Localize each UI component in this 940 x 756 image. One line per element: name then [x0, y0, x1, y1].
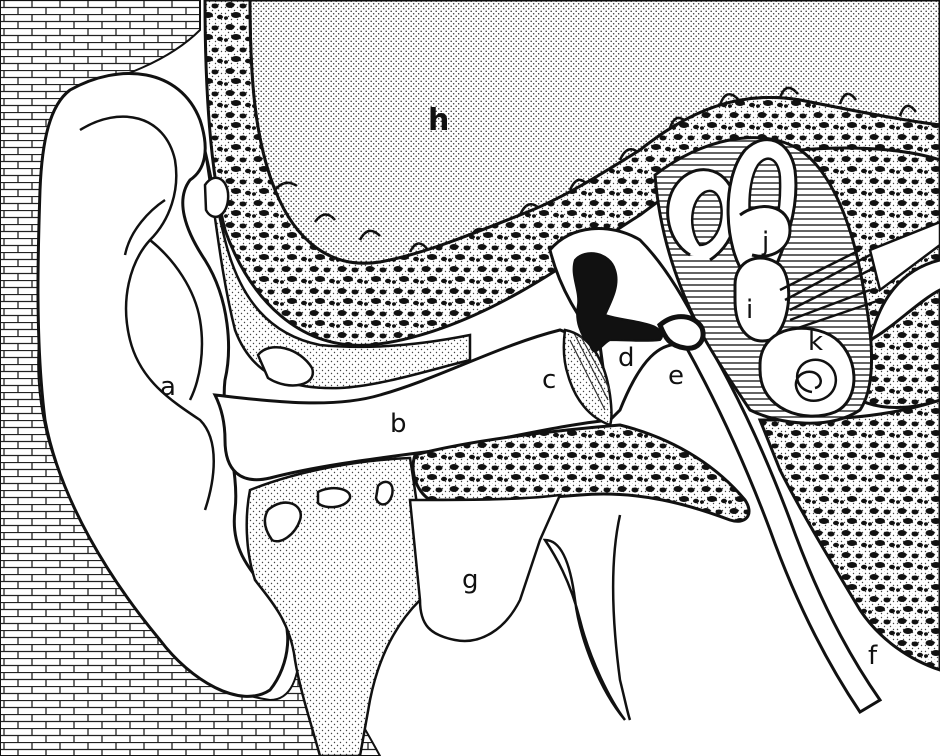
- label-a: a: [160, 372, 176, 402]
- label-i: i: [746, 295, 753, 325]
- vestibule: [735, 258, 789, 341]
- label-b: b: [390, 409, 407, 439]
- cartilage-pocket-1: [205, 178, 228, 217]
- label-h: h: [428, 103, 449, 138]
- label-f: f: [868, 641, 878, 671]
- cartilage-pocket-4: [318, 488, 350, 507]
- label-g: g: [462, 565, 479, 595]
- label-e: e: [668, 361, 684, 391]
- label-j: j: [761, 227, 769, 257]
- label-c: c: [542, 365, 556, 395]
- label-k: k: [808, 327, 823, 357]
- label-d: d: [618, 343, 635, 373]
- cartilage-pocket-5: [376, 482, 393, 504]
